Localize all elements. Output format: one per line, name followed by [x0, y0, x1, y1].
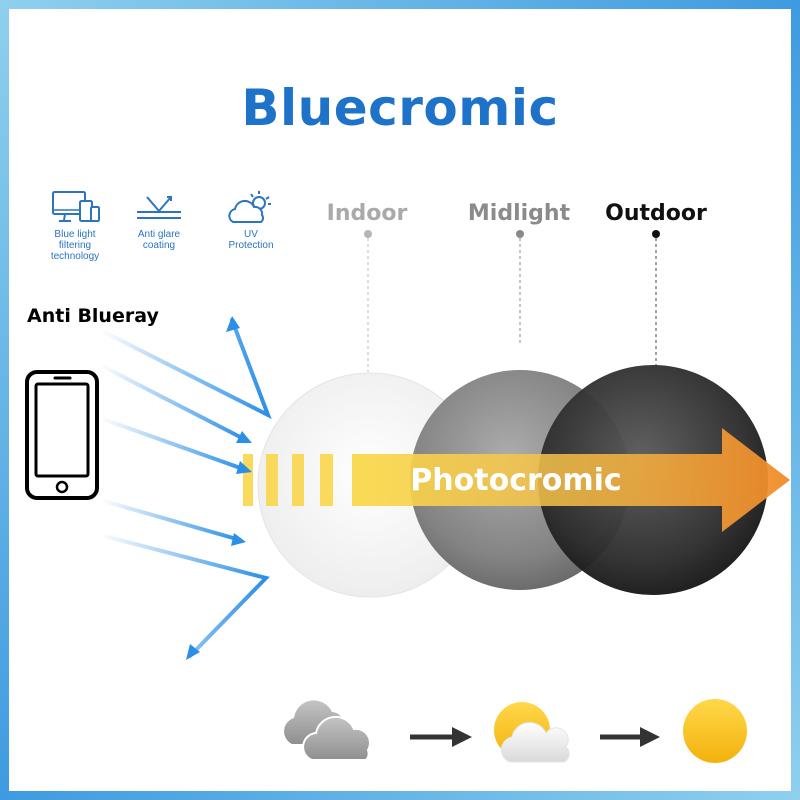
state-label-midlight: Midlight — [467, 201, 571, 226]
state-leader-indoor — [364, 230, 372, 372]
ray-arrowhead — [236, 461, 252, 474]
blocked-ray — [98, 363, 248, 442]
partly-sunny-icon — [494, 702, 570, 763]
arrow-body — [352, 428, 790, 532]
state-label-indoor: Indoor — [326, 201, 408, 226]
arrow-stripe — [266, 454, 278, 506]
content-area: Bluecromic Blue light filtering technolo… — [9, 9, 791, 791]
blocked-ray — [98, 498, 242, 542]
feature-label-line: Blue light — [54, 229, 96, 240]
arrow-right-icon — [600, 727, 660, 747]
arrow-stripe — [292, 454, 304, 506]
arrow-stripe — [243, 454, 253, 506]
anti-blueray-label: Anti Blueray — [27, 305, 159, 327]
photocromic-arrow — [243, 428, 790, 532]
state-label-outdoor: Outdoor — [605, 201, 707, 226]
state-leader-outdoor — [652, 230, 660, 372]
photocromic-label: Photocromic — [410, 463, 621, 498]
arrow-right-icon — [410, 727, 472, 747]
state-leader-midlight — [516, 230, 524, 345]
feature-label-line: UV — [244, 229, 258, 240]
brand-title: Bluecromic — [241, 79, 559, 137]
ray-arrowhead — [226, 316, 240, 332]
lens-scene: Photocromic — [25, 230, 790, 763]
ray-arrowhead — [186, 644, 200, 660]
phone-icon — [25, 370, 99, 500]
ray-arrowhead — [231, 533, 246, 546]
reflected-ray-top — [98, 318, 272, 420]
uv-cloud-sun-icon — [228, 191, 271, 223]
arrow-stripe — [320, 454, 333, 506]
feature-label-line: Anti glare — [137, 229, 181, 240]
feature-label-line: coating — [142, 240, 176, 251]
blocked-ray — [98, 416, 248, 472]
reflected-ray-bottom — [98, 533, 270, 658]
feature-blue-light: Blue light filtering technology — [35, 189, 115, 262]
feature-label-line: technology — [50, 251, 100, 262]
feature-label-line: Protection — [228, 240, 274, 251]
anti-glare-icon — [137, 196, 181, 219]
feature-uv: UV Protection — [211, 189, 291, 251]
feature-label-line: filtering — [58, 240, 92, 251]
cloudy-icon — [284, 700, 371, 761]
ray-arrowhead — [236, 431, 252, 443]
blue-rays — [98, 316, 272, 660]
sunny-icon — [683, 699, 747, 763]
monitor-devices-icon — [52, 191, 100, 222]
feature-anti-glare: Anti glare coating — [119, 191, 199, 251]
